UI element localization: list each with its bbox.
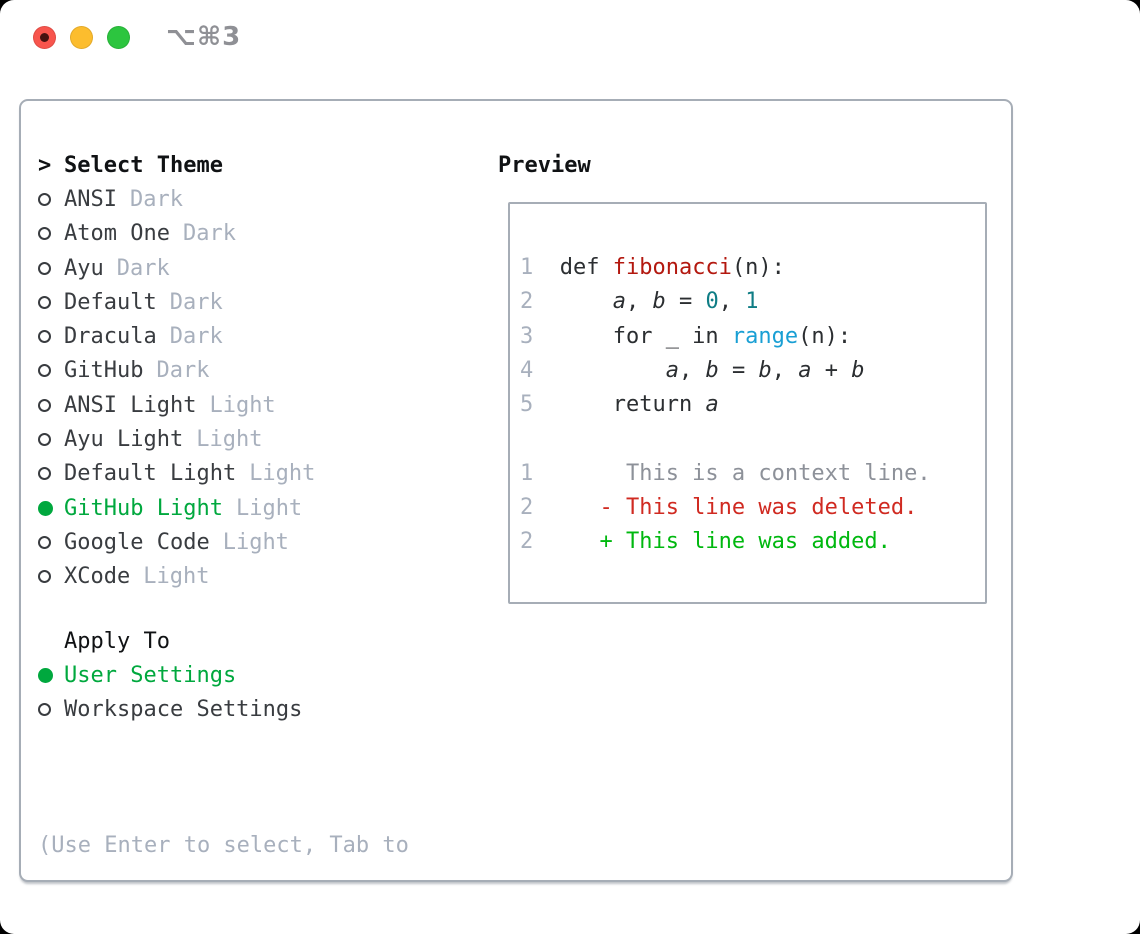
apply-option-workspace-settings[interactable]: Workspace Settings [38,693,302,727]
preview-line: 2 a, b = 0, 1 [520,285,931,319]
radio-unselected-icon [38,433,64,447]
close-button[interactable] [33,25,56,49]
variant-tag: Light [222,529,289,555]
theme-option-ansi[interactable]: ANSI Dark [38,182,315,216]
titlebar: ⌥⌘3 [0,0,1140,74]
apply-option-user-settings[interactable]: User Settings [38,658,302,692]
preview-line: 5 return a [520,388,931,422]
theme-option-dracula[interactable]: Dracula Dark [38,319,315,353]
radio-unselected-icon [38,192,64,206]
line-number: 3 [520,323,534,349]
radio-selected-icon [38,500,64,516]
variant-tag: Light [249,461,316,487]
theme-option-default[interactable]: Default Dark [38,285,315,319]
variant-tag: Dark [116,255,170,281]
preview-title: Preview [498,152,591,178]
theme-option-label: Atom One [64,221,170,247]
variant-tag: Light [235,495,303,521]
variant-tag: Light [196,427,263,453]
radio-unselected-icon [38,364,64,378]
variant-tag: Dark [156,358,210,384]
theme-option-label: Ayu Light [64,427,184,453]
theme-option-label: GitHub [64,358,144,384]
theme-option-xcode[interactable]: XCode Light [38,560,315,594]
theme-option-ayu-light[interactable]: Ayu Light Light [38,422,315,456]
variant-tag: Light [143,564,210,590]
radio-unselected-icon [38,398,64,412]
minimize-button[interactable] [70,25,93,49]
theme-option-default-light[interactable]: Default Light Light [38,457,315,491]
preview-line: 2 - This line was deleted. [520,491,931,525]
theme-option-label: Default Light [64,461,237,487]
select-theme-header: > Select Theme [38,148,315,182]
line-number: 1 [520,255,534,280]
prompt-marker: > [38,152,52,178]
radio-unselected-icon [38,467,64,481]
preview-line [520,422,931,456]
radio-unselected-icon [38,535,64,549]
radio-unselected-icon [38,703,64,717]
close-dot-icon [40,32,49,42]
line-number: 2 [520,289,534,315]
variant-tag: Dark [169,324,223,350]
radio-selected-icon [38,667,64,683]
radio-unselected-icon [38,261,64,275]
radio-unselected-icon [38,227,64,241]
preview-line: 1 This is a context line. [520,457,931,491]
select-theme-title: Select Theme [64,152,223,178]
theme-option-label: XCode [64,564,131,590]
theme-option-label: Default [64,289,157,315]
preview-line: 3 for _ in range(n): [520,320,931,354]
apply-option-label: User Settings [64,662,237,688]
preview-line: 4 a, b = b, a + b [520,354,931,388]
radio-unselected-icon [38,330,64,344]
preview-line: 2 + This line was added. [520,525,931,559]
theme-option-atom-one[interactable]: Atom One Dark [38,217,315,251]
variant-tag: Light [209,392,276,418]
apply-option-label: Workspace Settings [64,697,303,723]
line-number: 5 [520,392,534,418]
theme-option-label: Dracula [64,324,157,350]
variant-tag: Dark [182,221,236,247]
theme-option-label: ANSI Light [64,392,197,418]
radio-unselected-icon [38,570,64,584]
theme-option-label: Google Code [64,529,210,555]
variant-tag: Dark [169,289,223,315]
window-title-shortcut: ⌥⌘3 [166,22,242,52]
line-number: 1 [520,460,534,486]
theme-option-google-code[interactable]: Google Code Light [38,525,315,559]
line-number: 2 [520,529,534,555]
theme-option-label: Ayu [64,255,104,281]
hint-line-1: (Use Enter to select, Tab to [38,832,409,858]
apply-to-title: Apply To [64,628,170,654]
theme-option-label: GitHub Light [64,495,223,521]
hint-text: (Use Enter to select, Tab to change focu… [38,760,409,934]
variant-tag: Dark [129,186,183,212]
radio-unselected-icon [38,295,64,309]
line-number: 4 [520,357,534,383]
theme-option-ansi-light[interactable]: ANSI Light Light [38,388,315,422]
maximize-button[interactable] [107,25,130,49]
theme-option-ayu[interactable]: Ayu Dark [38,251,315,285]
theme-option-label: ANSI [64,186,117,212]
theme-option-github-light[interactable]: GitHub Light Light [38,491,315,525]
line-number: 2 [520,495,534,521]
theme-option-github[interactable]: GitHub Dark [38,354,315,388]
